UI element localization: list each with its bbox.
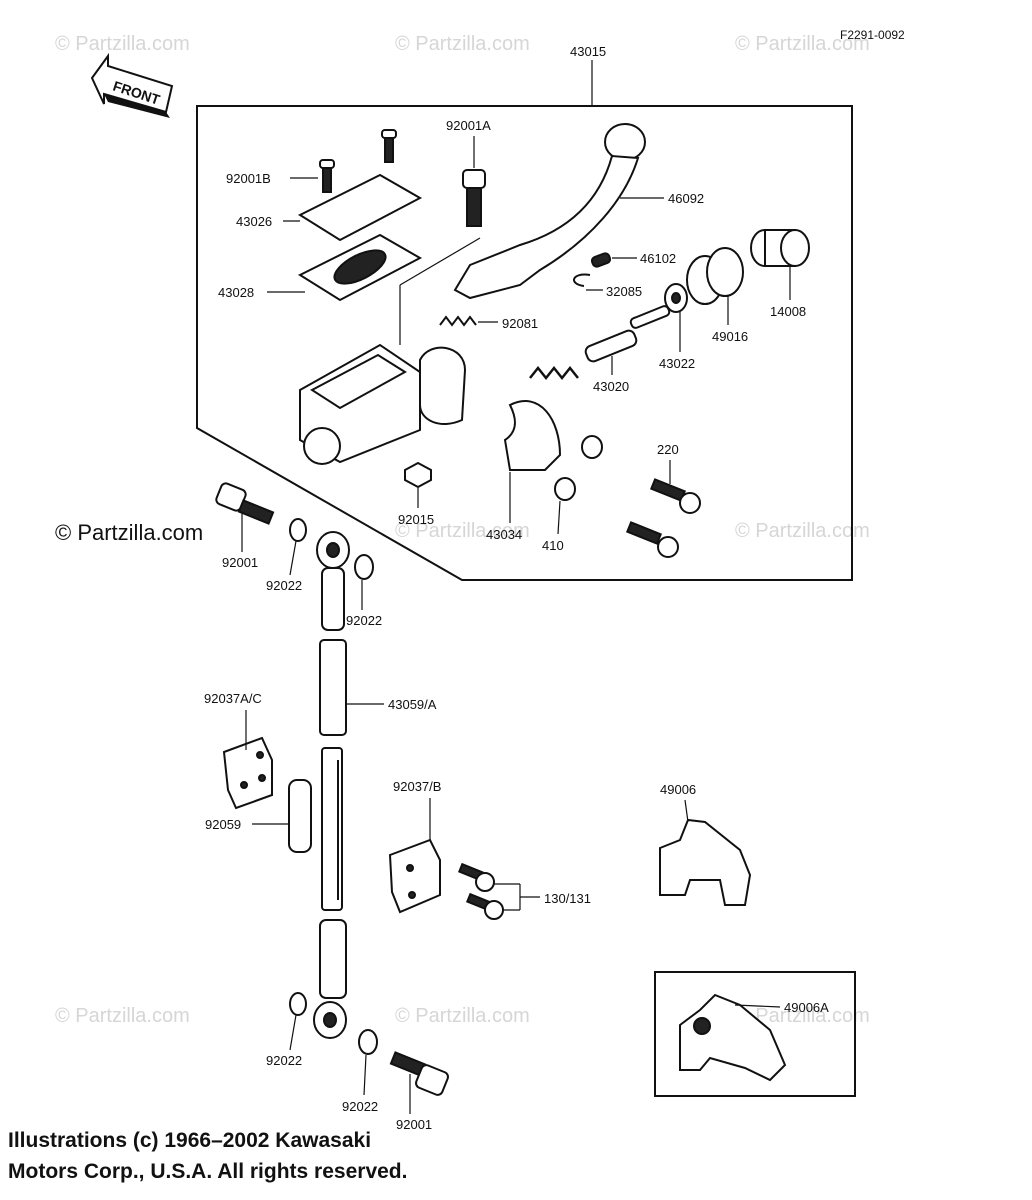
- nut-icon: [404, 461, 432, 489]
- master-cylinder-assembly-outline: [196, 105, 853, 581]
- sleeve-icon: [288, 779, 312, 853]
- watermark: © Partzilla.com: [55, 33, 190, 55]
- watermark: © Partzilla.com: [735, 1005, 870, 1027]
- watermark: © Partzilla.com: [735, 33, 870, 55]
- lever-cover-icon: [659, 818, 752, 906]
- drawing-code: F2291-0092: [840, 28, 905, 42]
- pivot-cap-icon: [750, 229, 810, 267]
- banjo-bolt-icon: [389, 1051, 449, 1096]
- watermark: © Partzilla.com: [735, 520, 870, 542]
- part-label-410: 410: [542, 538, 564, 553]
- copyright-notice: Illustrations (c) 1966–2002 Kawasaki Mot…: [8, 1125, 628, 1187]
- diaphragm-icon: [297, 233, 423, 302]
- part-label-92001B: 92001B: [226, 171, 271, 186]
- master-cylinder-body-icon: [299, 343, 467, 465]
- part-label-43015: 43015: [570, 44, 606, 59]
- part-label-43020: 43020: [593, 379, 629, 394]
- front-arrow-icon: FRONT: [90, 52, 174, 118]
- copyright-line: Motors Corp., U.S.A. All rights reserved…: [8, 1160, 408, 1183]
- spring-icon: [439, 315, 477, 327]
- part-label-92015: 92015: [398, 512, 434, 527]
- part-label-14008: 14008: [770, 304, 806, 319]
- washer-icon: [581, 435, 603, 459]
- part-label-49016: 49016: [712, 329, 748, 344]
- part-label-220: 220: [657, 442, 679, 457]
- washer-icon: [289, 518, 307, 542]
- part-label-92001-bottom: 92001: [396, 1117, 432, 1132]
- reservoir-cap-icon: [297, 173, 423, 242]
- part-label-43026: 43026: [236, 214, 272, 229]
- watermark: © Partzilla.com: [395, 520, 530, 542]
- part-label-92059: 92059: [205, 817, 241, 832]
- banjo-bolt-icon: [215, 482, 275, 525]
- part-label-32085: 32085: [606, 284, 642, 299]
- lever-cover-variant-icon: [679, 993, 787, 1082]
- screw-icon: [319, 129, 397, 193]
- part-label-92022-d: 92022: [342, 1099, 378, 1114]
- part-label-43022: 43022: [659, 356, 695, 371]
- part-label-46102: 46102: [640, 251, 676, 266]
- clamp-bolt-icon: [625, 478, 701, 558]
- brake-hose-icon: [313, 531, 350, 1039]
- part-label-92001A: 92001A: [446, 118, 491, 133]
- clamp-bolt-icon: [458, 862, 504, 920]
- part-label-92022-a: 92022: [266, 578, 302, 593]
- part-label-92037AC: 92037A/C: [204, 691, 262, 706]
- part-label-46092: 46092: [668, 191, 704, 206]
- part-label-92037B: 92037/B: [393, 779, 441, 794]
- part-label-43028: 43028: [218, 285, 254, 300]
- part-label-130-131: 130/131: [544, 891, 591, 906]
- watermark-primary: © Partzilla.com: [55, 520, 203, 545]
- variant-part-box: [654, 971, 856, 1097]
- watermark: © Partzilla.com: [395, 1005, 530, 1027]
- brake-lever-icon: [453, 123, 646, 300]
- adjuster-screw-icon: [590, 252, 612, 268]
- part-label-43059A: 43059/A: [388, 697, 437, 712]
- dust-boot-icon: [686, 247, 744, 305]
- part-label-49006: 49006: [660, 782, 696, 797]
- part-label-92001-top: 92001: [222, 555, 258, 570]
- part-label-92081: 92081: [502, 316, 538, 331]
- part-label-92022-b: 92022: [346, 613, 382, 628]
- copyright-line: Illustrations (c) 1966–2002 Kawasaki: [8, 1129, 372, 1152]
- handlebar-clamp-icon: [503, 400, 562, 471]
- washer-icon: [354, 554, 374, 580]
- hose-clamp-icon: [388, 838, 441, 914]
- piston-kit-icon: [529, 305, 671, 381]
- hose-clamp-icon: [222, 736, 273, 810]
- washer-icon: [289, 992, 307, 1016]
- part-label-49006A: 49006A: [784, 1000, 829, 1015]
- watermark: © Partzilla.com: [395, 33, 530, 55]
- washer-icon: [554, 477, 576, 501]
- washer-icon: [358, 1029, 378, 1055]
- clip-icon: [573, 273, 591, 287]
- part-label-43034: 43034: [486, 527, 522, 542]
- watermark: © Partzilla.com: [55, 1005, 190, 1027]
- part-label-92022-c: 92022: [266, 1053, 302, 1068]
- pivot-bolt-icon: [462, 169, 486, 227]
